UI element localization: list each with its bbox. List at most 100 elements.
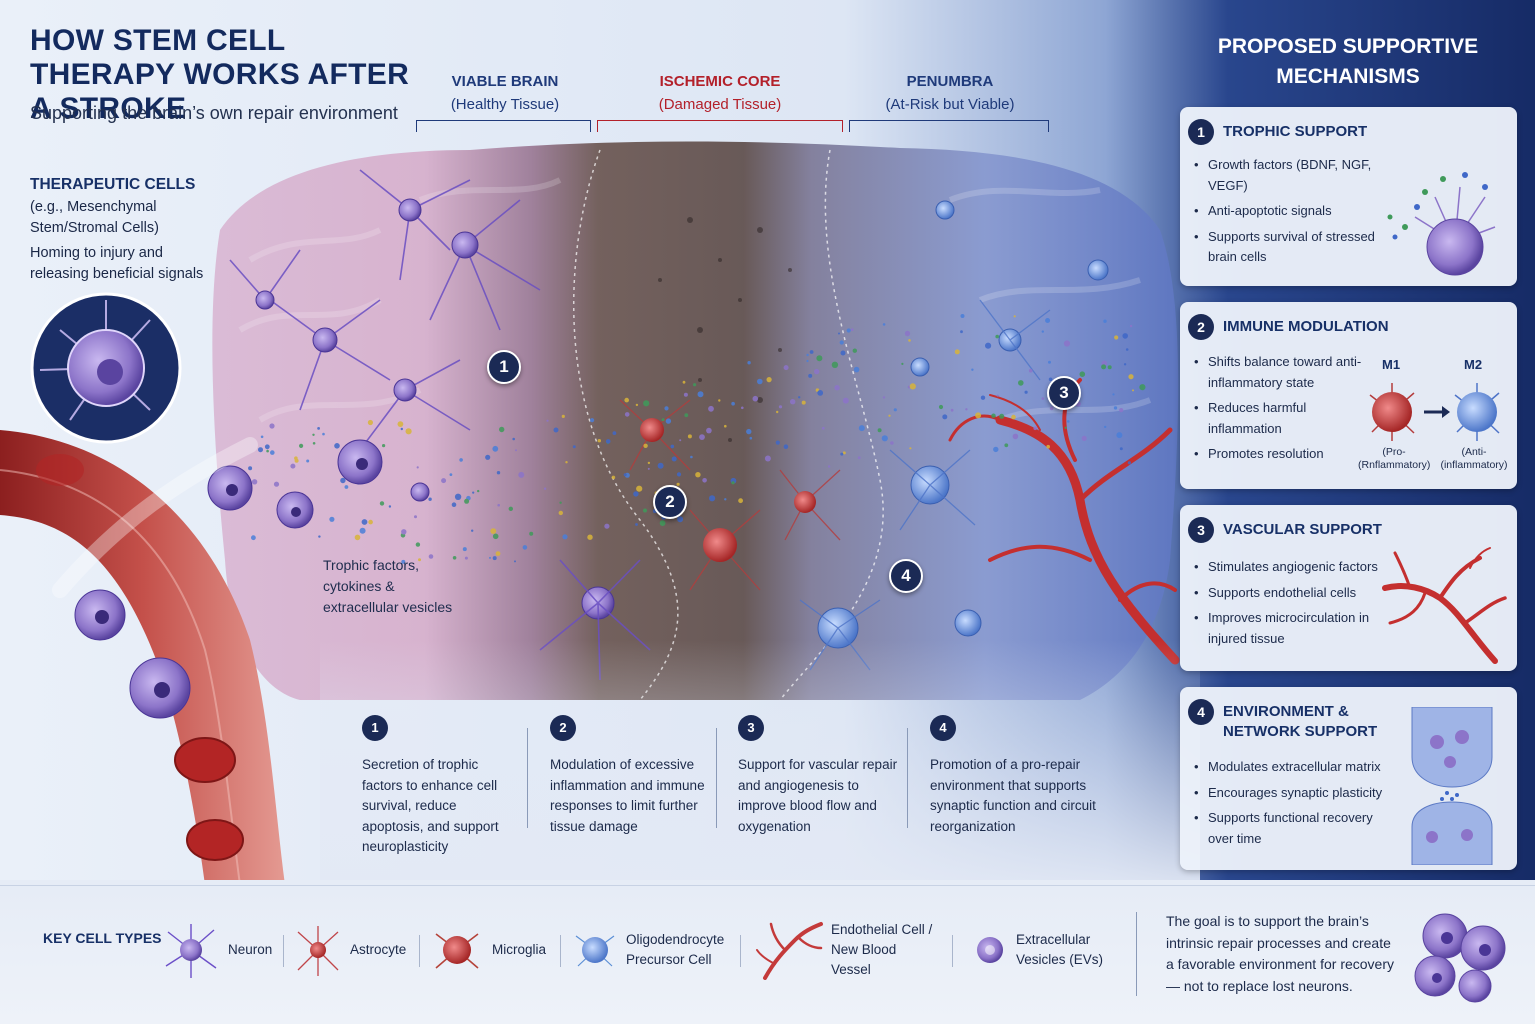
vesicle-dot	[633, 491, 639, 497]
goal-statement: The goal is to support the brain’s intri…	[1166, 913, 1394, 994]
vesicle-dot	[888, 414, 891, 417]
vesicle-dot	[783, 365, 789, 371]
vesicle-dot	[492, 533, 499, 540]
vesicle-dot	[991, 413, 996, 418]
vesicle-dot	[665, 418, 672, 424]
vesicle-dot	[1127, 461, 1131, 465]
vesicle-dot	[441, 478, 447, 484]
vesicle-dot	[1119, 408, 1124, 413]
vesicle-dot	[1024, 390, 1028, 394]
card-number: 4	[1188, 699, 1214, 725]
vesicle-dot	[702, 478, 707, 483]
vesicle-icon	[977, 937, 1003, 963]
bracket-core	[597, 120, 843, 132]
vesicle-dot	[388, 505, 392, 508]
vesicle-dot	[1103, 319, 1107, 323]
vesicle-dot	[329, 516, 335, 522]
vesicle-dot	[499, 426, 505, 433]
vesicle-dot	[1081, 435, 1087, 441]
step-4: 4 Promotion of a pro-repair environment …	[930, 715, 1100, 834]
vesicle-dot	[1123, 363, 1127, 366]
vesicle-dot	[1049, 406, 1054, 411]
vesicle-dot	[318, 535, 321, 538]
region-ischemic-core: ISCHEMIC CORE (Damaged Tissue)	[658, 73, 782, 113]
vesicle-dot	[306, 459, 310, 463]
vesicle-dot	[893, 408, 897, 412]
vesicle-dot	[522, 545, 528, 550]
vesicle-dot	[553, 427, 559, 433]
vesicle-dot	[776, 410, 779, 414]
bullet: Anti-apoptotic signals	[1194, 201, 1389, 222]
vesicle-dot	[273, 481, 280, 487]
vesicle-dot	[462, 547, 467, 552]
divider	[527, 728, 528, 828]
step-text: Modulation of excessive inflammation and…	[550, 757, 705, 834]
vesicle-dot	[749, 436, 753, 440]
marker-3: 3	[1047, 376, 1081, 410]
vesicle-dot	[995, 334, 999, 339]
vesicle-dot	[529, 531, 534, 536]
vesicle-dot	[1104, 425, 1107, 429]
vesicle-dot	[1129, 324, 1133, 328]
vesicle-dot	[757, 378, 763, 385]
vesicle-dot	[1004, 443, 1009, 448]
bullet: Growth factors (BDNF, NGF, VEGF)	[1194, 155, 1389, 196]
vesicle-dot	[817, 390, 824, 396]
vesicle-dot	[428, 554, 434, 559]
vesicle-dot	[382, 444, 386, 448]
vesicle-dot	[676, 472, 682, 477]
vesicle-dot	[565, 461, 568, 464]
vesicle-dot	[497, 503, 501, 507]
vesicle-dot	[693, 383, 697, 387]
vesicle-dot	[490, 528, 497, 534]
vesicle-dot	[980, 395, 986, 400]
vesicle-dot	[294, 456, 298, 461]
stem-cell-cluster-icon	[1414, 913, 1506, 1003]
vesicle-dot	[909, 383, 916, 390]
vesicle-dot	[1132, 389, 1134, 392]
vesicle-dot	[1128, 374, 1134, 380]
vesicle-dot	[251, 535, 256, 541]
vesicle-dot	[258, 447, 263, 453]
vesicle-dot	[401, 529, 407, 535]
vesicle-dot	[718, 399, 721, 402]
vesicle-dot	[597, 439, 601, 443]
vesicle-dot	[778, 405, 783, 409]
synapse-icon	[1411, 707, 1493, 865]
vesicle-dot	[635, 523, 638, 526]
vesicle-dot	[904, 330, 911, 337]
vesicle-dot	[1045, 318, 1051, 323]
card-title: TROPHIC SUPPORT	[1223, 123, 1368, 140]
vesicle-dot	[317, 427, 320, 430]
vesicle-dot	[559, 501, 562, 504]
vesicle-dot	[831, 361, 839, 368]
vesicle-dot	[459, 458, 463, 462]
vesicle-dot	[659, 520, 666, 526]
vesicle-dot	[643, 508, 647, 513]
vesicle-dot	[405, 428, 412, 435]
key-oligodendrocyte: Oligodendrocyte Precursor Cell	[570, 918, 731, 982]
bullet: Modulates extracellular matrix	[1194, 757, 1389, 778]
vesicle-dot	[546, 419, 549, 422]
vesicle-dot	[842, 397, 849, 404]
vesicle-dot	[1139, 384, 1146, 391]
card-title: ENVIRONMENT & NETWORK SUPPORT	[1223, 703, 1378, 740]
vesicle-dot	[809, 350, 814, 354]
bullet: Encourages synaptic plasticity	[1194, 783, 1389, 804]
vesicle-dot	[664, 406, 669, 411]
vesicle-dot	[266, 449, 269, 453]
vesicle-dot	[687, 434, 692, 439]
vesicle-dot	[344, 485, 349, 489]
key-label: Microglia	[492, 942, 547, 957]
vesicle-dot	[766, 377, 772, 383]
vesicle-dot	[783, 444, 789, 450]
vesicle-dot	[1041, 397, 1045, 400]
vesicle-dot	[724, 498, 727, 501]
vesicle-dot	[738, 498, 743, 504]
key-label: Oligodendrocyte Precursor Cell	[626, 932, 725, 967]
vesicle-dot	[821, 426, 825, 430]
vesicle-dot	[670, 444, 675, 449]
vesicle-dot	[1113, 406, 1118, 410]
vesicle-dot	[543, 487, 547, 490]
vesicle-dot	[840, 452, 844, 456]
